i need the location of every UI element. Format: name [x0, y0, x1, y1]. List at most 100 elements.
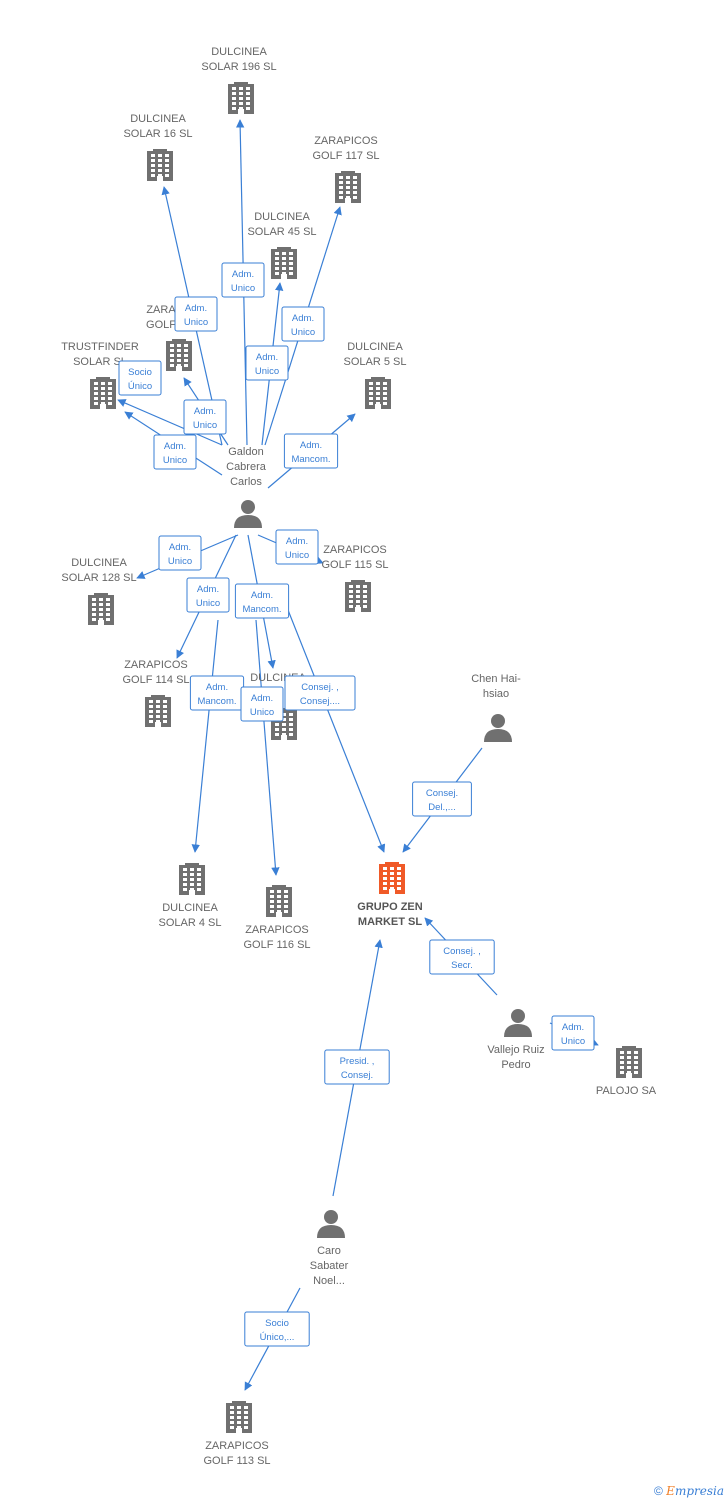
relation-label-text: Unico — [285, 550, 309, 561]
relation-label-box — [118, 360, 162, 396]
node-label: hsiao — [483, 688, 509, 700]
footer-credit: © Empresia — [654, 1484, 724, 1498]
relation-label-text: Unico — [168, 556, 192, 567]
relation-label[interactable]: Adm.Mancom. — [234, 583, 290, 619]
relation-label[interactable]: Consej. , Secr. — [429, 939, 495, 975]
relation-label-text: Consej. , — [301, 682, 339, 693]
relation-label-text: Adm. — [251, 693, 273, 704]
building-icon — [147, 149, 173, 181]
relation-label-text: Secr. — [451, 960, 473, 971]
building-icon — [166, 339, 192, 371]
relation-label-box — [221, 262, 265, 298]
relation-label-text: Adm. — [197, 584, 219, 595]
relation-label[interactable]: Adm. Unico — [186, 577, 230, 613]
relation-label[interactable]: Adm.Unico — [183, 399, 227, 435]
relation-label-box — [153, 434, 197, 470]
node-label: Caro — [317, 1245, 341, 1257]
company-node[interactable]: DULCINEA — [250, 672, 306, 740]
company-node[interactable]: DULCINEA SOLAR 45 SL — [247, 211, 317, 279]
relation-label[interactable]: Adm.Unico — [275, 529, 319, 565]
relation-label[interactable]: Adm.Unico — [281, 306, 325, 342]
node-label: ZARAPICOS — [124, 659, 188, 671]
relation-label[interactable]: SocioÚnico,... — [244, 1311, 310, 1347]
node-label: DULCINEA — [211, 46, 267, 58]
company-node[interactable]: PALOJO SA — [596, 1046, 657, 1097]
relation-label[interactable]: Adm.Unico — [240, 686, 284, 722]
relation-label-text: Mancom. — [242, 604, 281, 615]
relation-label[interactable]: Adm.Unico — [158, 535, 202, 571]
node-label: Pedro — [501, 1059, 530, 1071]
relation-label[interactable]: Adm.Mancom. — [189, 675, 245, 711]
person-icon — [484, 714, 512, 742]
relation-label[interactable]: Consej. , Consej.... — [284, 675, 356, 711]
relation-label-box — [158, 535, 202, 571]
relation-edge — [117, 399, 223, 446]
relation-label-text: Unico — [163, 455, 187, 466]
brand-logo[interactable]: Empresia — [666, 1484, 724, 1498]
relation-label[interactable]: Adm.Unico — [153, 434, 197, 470]
building-icon — [145, 695, 171, 727]
node-label: TRUSTFINDER — [61, 341, 139, 353]
relation-label[interactable]: Adm.Unico — [551, 1015, 595, 1051]
node-label: SOLAR 5 SL — [344, 356, 407, 368]
relation-label[interactable]: Consej.Del.,... — [412, 781, 472, 817]
building-icon — [266, 885, 292, 917]
node-label: SOLAR 4 SL — [159, 917, 222, 929]
relation-label-box — [183, 399, 227, 435]
building-icon — [90, 377, 116, 409]
relation-label-box — [186, 577, 230, 613]
relation-label-box — [429, 939, 495, 975]
relation-label-text: Unico — [196, 598, 220, 609]
relation-label[interactable]: Adm.Mancom. — [283, 433, 339, 469]
relation-label-box — [174, 296, 218, 332]
node-label: GOLF — [146, 319, 176, 331]
relation-label-text: Consej.... — [300, 696, 340, 707]
node-label: ZARAPICOS — [323, 544, 387, 556]
node-label: DULCINEA — [130, 113, 186, 125]
relation-label-text: Adm. — [185, 303, 207, 314]
node-label: Noel... — [313, 1275, 345, 1287]
node-label: GRUPO ZEN — [357, 901, 422, 913]
relation-label-text: Adm. — [206, 682, 228, 693]
company-node[interactable]: ZARAPICOS GOLF 114 SL — [122, 659, 190, 727]
relation-label-text: Consej. , — [443, 946, 481, 957]
company-node[interactable]: ZARA GOLF — [146, 304, 192, 371]
node-label: SOLAR 45 SL — [247, 226, 316, 238]
person-node[interactable]: Chen Hai-hsiao — [471, 673, 521, 742]
relation-label[interactable]: Adm.Unico — [221, 262, 265, 298]
person-node[interactable]: CaroSabaterNoel... — [310, 1210, 349, 1287]
relation-edge — [287, 609, 386, 853]
node-label: DULCINEA — [254, 211, 310, 223]
node-label: PALOJO SA — [596, 1085, 657, 1097]
node-label: ZARA — [146, 304, 176, 316]
building-icon — [616, 1046, 642, 1078]
relation-label[interactable]: Adm.Unico — [245, 345, 289, 381]
relation-label-box — [234, 583, 290, 619]
node-label: Carlos — [230, 476, 262, 488]
building-icon — [179, 863, 205, 895]
relation-label-text: Consej. — [426, 788, 458, 799]
relation-label[interactable]: Presid. ,Consej. — [324, 1049, 390, 1085]
relation-label-box — [281, 306, 325, 342]
relation-label[interactable]: Adm.Unico — [174, 296, 218, 332]
relation-label-text: Adm. — [292, 313, 314, 324]
node-label: GOLF 114 SL — [122, 674, 189, 686]
relation-label-text: Unico — [193, 420, 217, 431]
node-label: GOLF 117 SL — [312, 150, 379, 162]
relation-label-text: Consej. — [341, 1070, 373, 1081]
